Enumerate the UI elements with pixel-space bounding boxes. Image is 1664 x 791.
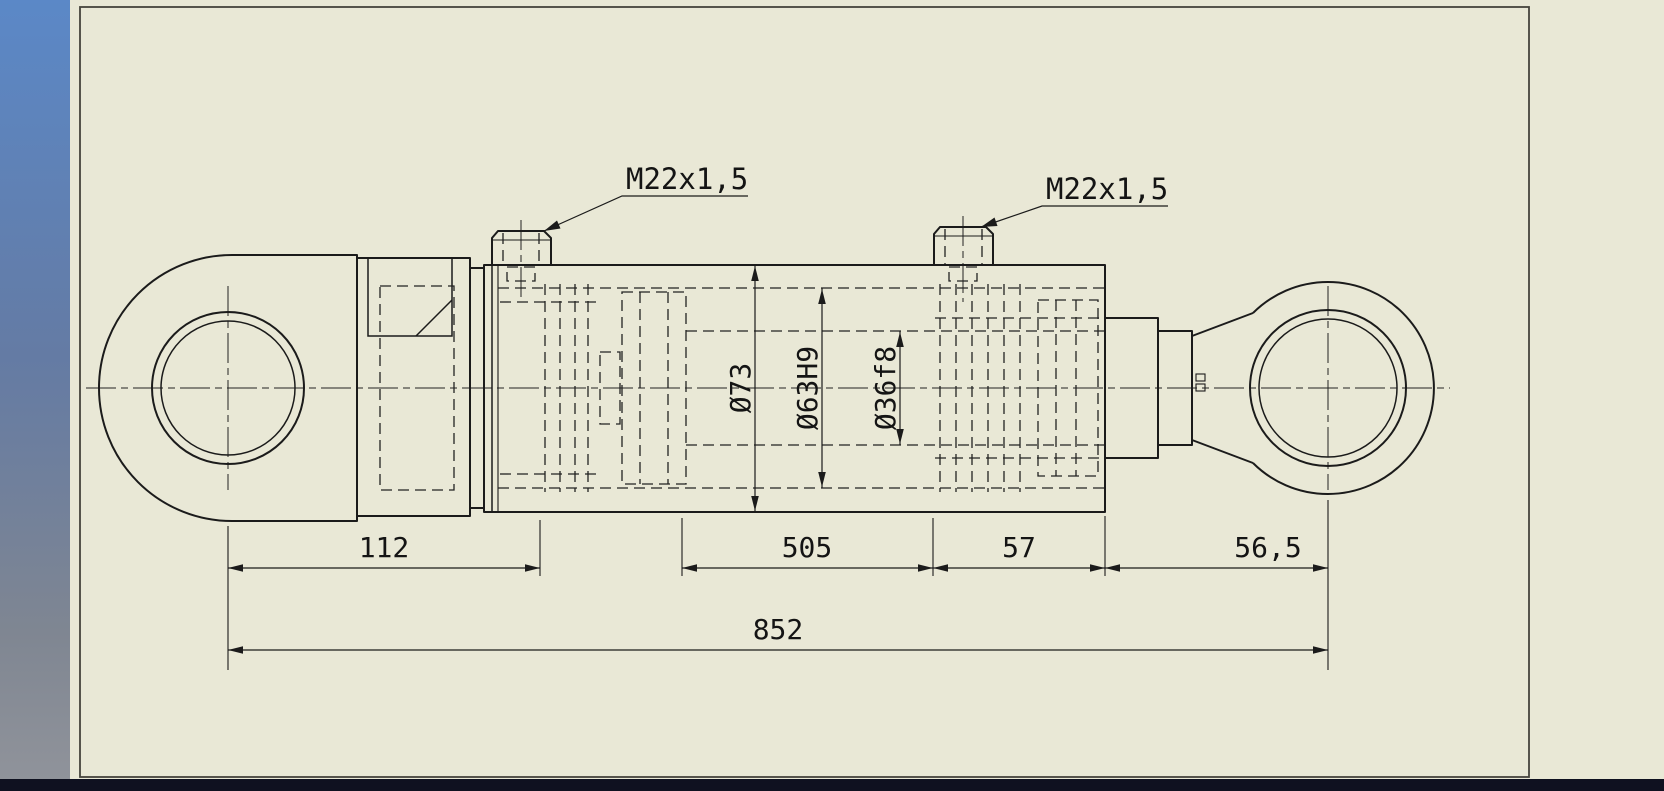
dim-dia-73-text: Ø73 — [724, 363, 757, 414]
left-rod-eye — [98, 254, 358, 522]
clevis-taper-bottom — [1191, 439, 1254, 464]
right-gland-block-hidden — [1037, 299, 1099, 477]
dim-112-text: 112 — [359, 531, 410, 564]
port1-outline — [491, 230, 552, 265]
dim-505-text: 505 — [782, 531, 833, 564]
dim-57: 57 — [933, 531, 1105, 572]
port-label-1-arrowhead — [544, 220, 561, 231]
dim-56-5-text: 56,5 — [1234, 531, 1301, 564]
rod-thread-mark-2 — [1195, 383, 1206, 392]
dim-56-5-arrow-right — [1313, 564, 1328, 572]
piston-hidden — [621, 291, 687, 485]
right-eye-bore-outer — [1249, 309, 1407, 467]
dim-dia-36-arrow-bottom — [896, 429, 904, 444]
dim-112: 112 — [228, 531, 540, 572]
port-label-2: M22x1,5 — [980, 172, 1168, 228]
dim-57-arrow-right — [1090, 564, 1105, 572]
dim-dia-36-arrow-top — [896, 332, 904, 347]
rod-step-hidden — [599, 351, 621, 425]
mounting-neck — [356, 257, 485, 517]
dim-dia-36f8: Ø36f8 — [869, 331, 904, 445]
dim-dia-73-arrow-bottom — [751, 496, 759, 511]
left-eye-outline — [98, 254, 358, 522]
dim-dia-63-text: Ø63H9 — [791, 346, 824, 430]
dim-505: 505 — [682, 531, 933, 572]
dim-852-arrow-right — [1313, 646, 1328, 654]
right-eye-outline — [1252, 281, 1435, 495]
dim-dia-63-arrow-bottom — [818, 472, 826, 487]
left-eye-bore-inner — [160, 320, 296, 456]
dim-505-arrow-right — [918, 564, 933, 572]
viewport-gradient-band — [0, 0, 70, 791]
neck-hidden-detail — [379, 285, 455, 491]
dim-56-5-arrow-left — [1105, 564, 1120, 572]
dim-505-arrow-left — [682, 564, 697, 572]
port-label-2-leader — [980, 205, 1168, 228]
rod-end-assembly — [1104, 281, 1435, 495]
port-label-1-leader — [543, 195, 748, 232]
port2-hole-hidden — [948, 266, 978, 282]
dim-57-arrow-left — [933, 564, 948, 572]
left-eye-bore-outer — [151, 311, 305, 465]
port-boss-2 — [933, 226, 994, 282]
hidden-internals — [498, 284, 1105, 492]
port-label-2-text: M22x1,5 — [1046, 172, 1168, 206]
port-boss-1 — [491, 230, 552, 282]
dim-dia-63-arrow-top — [818, 289, 826, 304]
port1-hole-hidden — [506, 266, 536, 282]
port-label-1: M22x1,5 — [543, 162, 748, 232]
neck-notch — [367, 257, 453, 337]
right-eye-bore-inner — [1258, 318, 1398, 458]
dim-dia-36-text: Ø36f8 — [869, 346, 902, 430]
bottom-bar — [0, 779, 1664, 791]
dim-dia-63H9: Ø63H9 — [791, 288, 826, 488]
dim-dia-73: Ø73 — [724, 265, 759, 512]
dim-112-arrow-left — [228, 564, 243, 572]
dim-852-text: 852 — [753, 613, 804, 646]
sheet-border — [79, 6, 1530, 778]
dim-dia-73-arrow-top — [751, 266, 759, 281]
port-label-1-text: M22x1,5 — [626, 162, 748, 196]
clevis-taper-top — [1191, 312, 1254, 337]
dim-852: 852 — [228, 613, 1328, 654]
port2-outline — [933, 226, 994, 265]
port-label-2-arrowhead — [981, 217, 998, 227]
dim-112-arrow-right — [525, 564, 540, 572]
rod-thread-mark-1 — [1195, 373, 1206, 382]
neck-chamfer — [415, 299, 453, 337]
extension-lines — [227, 500, 1329, 670]
dim-852-arrow-left — [228, 646, 243, 654]
dim-56-5: 56,5 — [1105, 531, 1328, 572]
dim-57-text: 57 — [1002, 531, 1036, 564]
